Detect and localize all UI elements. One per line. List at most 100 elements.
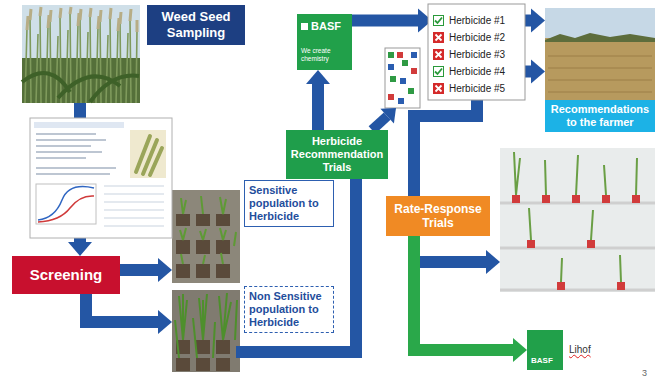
photo-node: Sensitive population to Herbicide <box>172 180 334 283</box>
arrow-head <box>68 242 92 256</box>
arrow-head <box>486 250 500 274</box>
field-photo-ground <box>545 38 655 100</box>
document-table <box>104 186 164 226</box>
node-text: BASF <box>301 20 348 33</box>
cross-mark <box>436 35 442 41</box>
arrow-line <box>120 264 159 276</box>
flow-arrow <box>414 97 477 196</box>
node-text: Herbicide Recommendation Trials <box>289 135 385 174</box>
document-lines <box>36 134 116 174</box>
photo-node: Non Sensitive population to Herbicide <box>172 286 334 372</box>
document-chart-frame <box>36 184 96 224</box>
logo-node: BASFLihof <box>527 330 617 370</box>
flow-bar <box>372 116 387 130</box>
flow-bar <box>236 346 335 358</box>
list-row: Herbicide #1 <box>432 12 522 29</box>
check-icon <box>433 15 444 26</box>
rate-plants <box>514 152 637 282</box>
shelves <box>500 203 655 290</box>
weed-leaves <box>22 73 139 102</box>
seed-heads <box>136 136 162 175</box>
photo-node: Weed Seed Sampling <box>22 5 245 103</box>
list-row: Herbicide #5 <box>432 80 522 97</box>
seed-photo <box>130 130 166 178</box>
node-text: Recommendations to the farmer <box>545 100 655 132</box>
tray-photo <box>172 290 240 372</box>
logo-square <box>301 23 308 30</box>
arrow-line <box>352 15 419 27</box>
node-text: Herbicide #5 <box>432 80 522 97</box>
list-row: Herbicide #4 <box>432 63 522 80</box>
cross-icon <box>433 32 444 43</box>
node-text: Rate-Response Trials <box>391 202 485 230</box>
process-box: Herbicide Recommendation Trials <box>286 130 388 179</box>
cross-box <box>433 49 444 60</box>
flow-arrow <box>306 70 330 130</box>
cross-box <box>433 83 444 94</box>
arrow-line <box>414 97 477 196</box>
arrow-head <box>158 310 172 334</box>
field-rows <box>548 56 652 92</box>
node-text: Herbicide #4 <box>432 63 522 80</box>
plant-pots <box>176 214 230 278</box>
check-box <box>434 67 444 77</box>
flow-arrow <box>86 294 172 334</box>
arrow-head <box>306 70 330 84</box>
node-text: Herbicide #3 <box>432 46 522 63</box>
node-text: Non Sensitive population to Herbicide <box>244 286 334 333</box>
node-text: Lihof <box>569 344 591 356</box>
arrow-head <box>158 258 172 282</box>
tall-plants <box>175 293 237 358</box>
document-header <box>34 122 124 128</box>
check-icon <box>433 66 444 77</box>
flow-arrow <box>334 179 356 352</box>
node-text: Sensitive population to Herbicide <box>244 180 334 227</box>
arrow-line <box>86 294 159 322</box>
cross-mark <box>436 52 442 58</box>
document-chart-curve <box>38 187 94 221</box>
list-row: Herbicide #2 <box>432 29 522 46</box>
arrow-head <box>380 108 396 124</box>
arrow-line <box>334 179 356 352</box>
node-text: Herbicide #2 <box>432 29 522 46</box>
arrow-head <box>531 60 545 84</box>
plant-pots <box>176 340 230 371</box>
weed-seed-heads <box>27 7 137 32</box>
weed-stalks <box>25 12 137 103</box>
herbicide-list-panel <box>428 4 525 100</box>
leaflet <box>385 48 420 108</box>
list-row: Herbicide #3 <box>432 46 522 63</box>
process-box: Rate-Response Trials <box>386 196 490 236</box>
node-text: Screening <box>16 266 116 284</box>
check-box <box>434 16 444 26</box>
weed-photo-sky <box>22 5 140 103</box>
check-mark <box>435 69 442 75</box>
cross-mark <box>436 86 442 92</box>
screening-document <box>30 118 172 238</box>
tray-photo <box>172 190 240 283</box>
leaflet-products <box>388 52 414 94</box>
document-chart-curve <box>38 196 94 222</box>
arrow-line <box>414 236 514 350</box>
cross-icon <box>433 83 444 94</box>
node-text: Weed Seed Sampling <box>147 5 245 45</box>
flow-arrow <box>352 9 432 33</box>
flow-bar <box>420 256 487 268</box>
flow-arrow <box>120 258 172 282</box>
arrow-head <box>513 338 527 362</box>
rate-response-photo <box>500 148 655 292</box>
process-box: Screening <box>12 256 120 294</box>
leaflet-products <box>388 52 417 104</box>
check-mark <box>435 18 442 24</box>
node-text: Herbicide #1 <box>432 12 522 29</box>
photo-node: Recommendations to the farmer <box>545 8 655 132</box>
arrow-line <box>312 83 324 130</box>
cross-icon <box>433 49 444 60</box>
field-tree-line <box>545 33 655 42</box>
page-number: 3 <box>642 368 647 379</box>
logo-box: BASF We create chemistry <box>297 14 352 70</box>
leaflet-products <box>388 52 417 100</box>
node-text: We create chemistry <box>301 47 348 63</box>
small-plants <box>180 196 236 264</box>
